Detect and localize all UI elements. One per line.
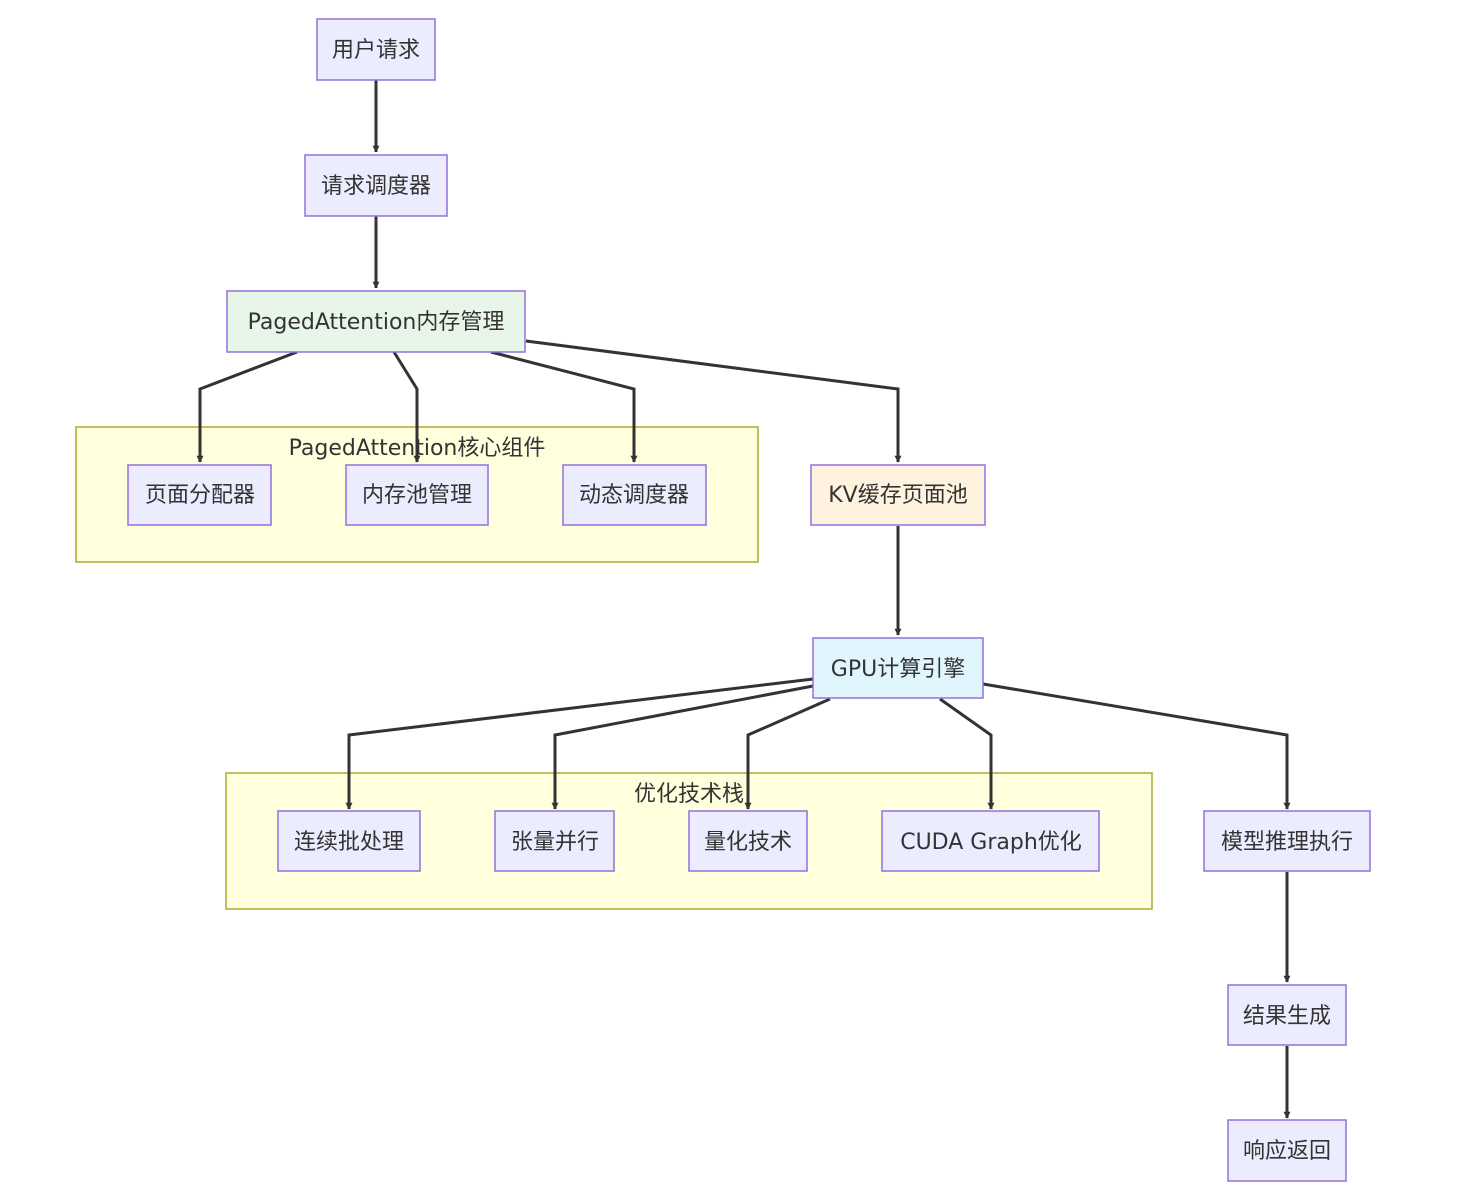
node-response-return: 响应返回 [1227,1119,1347,1182]
edge-gpu-engine-to-tensor-parallel [551,684,814,810]
node-dynamic-scheduler-box [562,464,707,526]
node-quantization-box [688,810,808,872]
node-cuda-graph: CUDA Graph优化 [881,810,1100,872]
node-model-inference-box [1203,810,1371,872]
node-continuous-batching-label: 连续批处理 [294,830,404,855]
node-gpu-engine-box [812,637,984,699]
edge-paged-memory-to-memory-pool [392,351,421,463]
node-dynamic-scheduler-label: 动态调度器 [579,483,689,508]
node-model-inference-label: 模型推理执行 [1221,830,1353,855]
node-dynamic-scheduler: 动态调度器 [562,464,707,526]
node-kv-cache-pool-label: KV缓存页面池 [828,483,967,508]
node-user-request-label: 用户请求 [332,38,420,63]
node-tensor-parallel: 张量并行 [494,810,615,872]
node-tensor-parallel-box [494,810,615,872]
node-paged-memory-label: PagedAttention内存管理 [248,310,505,335]
node-request-scheduler-box [304,154,448,217]
node-quantization-label: 量化技术 [704,830,792,855]
node-result-generation: 结果生成 [1227,984,1347,1046]
edge-gpu-engine-to-continuous-batching [345,677,814,810]
node-continuous-batching: 连续批处理 [277,810,421,872]
node-user-request: 用户请求 [316,18,436,81]
node-page-allocator: 页面分配器 [127,464,272,526]
node-tensor-parallel-label: 张量并行 [511,830,599,855]
node-result-generation-label: 结果生成 [1243,1004,1331,1029]
node-gpu-engine: GPU计算引擎 [812,637,984,699]
node-gpu-engine-label: GPU计算引擎 [831,657,965,682]
node-continuous-batching-box [277,810,421,872]
edge-gpu-engine-to-quantization [744,697,831,810]
node-kv-cache-pool: KV缓存页面池 [810,464,986,526]
edge-paged-memory-to-page-allocator [196,350,298,463]
edge-paged-memory-to-dynamic-scheduler [490,350,638,463]
node-cuda-graph-label: CUDA Graph优化 [900,830,1082,855]
node-request-scheduler-label: 请求调度器 [321,174,431,199]
edge-gpu-engine-to-model-inference [982,682,1291,810]
edge-paged-memory-to-kv-cache-pool [525,339,902,463]
edges [196,80,1291,1119]
node-model-inference: 模型推理执行 [1203,810,1371,872]
node-user-request-box [316,18,436,81]
node-request-scheduler: 请求调度器 [304,154,448,217]
node-kv-cache-pool-box [810,464,986,526]
group-optimization-stack-title: 优化技术栈 [634,782,744,807]
node-paged-memory: PagedAttention内存管理 [226,290,526,353]
node-cuda-graph-box [881,810,1100,872]
edge-gpu-engine-to-cuda-graph [939,697,995,810]
node-memory-pool-box [345,464,489,526]
node-response-return-label: 响应返回 [1243,1139,1331,1164]
node-page-allocator-label: 页面分配器 [145,483,255,508]
node-paged-memory-box [226,290,526,353]
node-memory-pool: 内存池管理 [345,464,489,526]
node-result-generation-box [1227,984,1347,1046]
node-response-return-box [1227,1119,1347,1182]
node-quantization: 量化技术 [688,810,808,872]
node-page-allocator-box [127,464,272,526]
node-memory-pool-label: 内存池管理 [362,483,472,508]
